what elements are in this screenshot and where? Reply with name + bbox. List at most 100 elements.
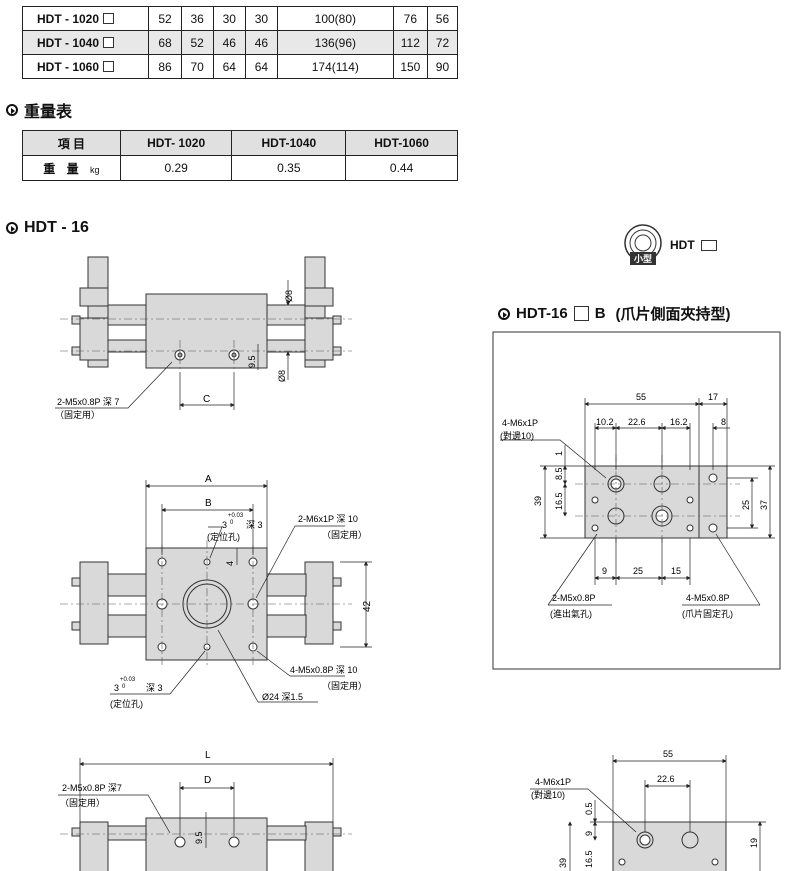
badge-label: HDT — [670, 238, 695, 252]
note-m6: 4-M6x1P — [502, 418, 538, 428]
table-cell: 136(96) — [276, 30, 394, 55]
dim-55: 55 — [636, 392, 646, 402]
dim-37: 37 — [759, 500, 769, 510]
note-m5-use: （固定用） — [322, 680, 367, 691]
header-cell: HDT-1040 — [231, 130, 347, 156]
dim-d8-upper: Ø8 — [284, 290, 294, 302]
dim-l: L — [205, 750, 211, 761]
table-row: HDT - 1040 68 52 46 46 136(96) 112 72 — [21, 30, 459, 55]
table-row: HDT - 1020 52 36 30 30 100(80) 76 56 — [21, 6, 459, 31]
note-air-port: 2-M5x0.8P — [552, 593, 596, 603]
dim-16-2: 16.2 — [670, 417, 688, 427]
note-claw-fix: 4-M5x0.8P — [686, 593, 730, 603]
section-bullet-icon — [6, 104, 18, 116]
dim-25: 25 — [741, 500, 751, 510]
model-cell: HDT - 1020 — [21, 6, 150, 31]
note-d24: Ø24 深1.5 — [262, 692, 303, 702]
table-cell: 0.35 — [231, 155, 347, 181]
dim-9: 9 — [602, 566, 607, 576]
size-badge-icon: 小型 — [624, 224, 662, 265]
dim-25-bottom: 25 — [633, 566, 643, 576]
hdt16-title-text: HDT - 16 — [24, 219, 89, 236]
table-row: 項 目 HDT- 1020 HDT-1040 HDT-1060 — [22, 130, 458, 156]
dim-9-5-bottom: 9.5 — [194, 831, 204, 844]
note-air-port-use: (進出氣孔) — [550, 608, 592, 619]
dim-9-5: 9.5 — [247, 355, 257, 368]
note-fix-use-bottom: （固定用） — [60, 797, 105, 808]
note-m5-fix: 4-M5x0.8P 深 10 — [290, 665, 357, 675]
locate-hole-bottom: (定位孔) — [110, 698, 143, 709]
tolerance-lower: 0 — [230, 520, 234, 526]
header-cell: HDT-1060 — [345, 130, 458, 156]
tolerance-upper-bottom: +0.03 — [120, 677, 136, 683]
claw-detail-view — [584, 465, 728, 539]
dim-8-5: 8.5 — [554, 467, 564, 480]
weight-label-cell: 重 量 kg — [22, 155, 121, 181]
top-view — [71, 256, 342, 369]
dim-42: 42 — [362, 600, 373, 612]
hole-dia-top: 3 — [222, 520, 227, 530]
table-cell: 46 — [212, 30, 246, 55]
dim-c: C — [203, 394, 210, 405]
table-cell: 0.29 — [119, 155, 233, 181]
option-box-icon — [103, 12, 115, 24]
section-bullet-icon — [6, 222, 18, 234]
hole-depth-bottom: 深 3 — [146, 683, 163, 693]
badge-stamp-text: 小型 — [633, 253, 652, 264]
weight-table: 項 目 HDT- 1020 HDT-1040 HDT-1060 重 量 kg 0… — [22, 130, 458, 181]
hdt16b-title-suffix: B — [594, 305, 606, 322]
option-box-icon — [700, 239, 717, 251]
table-cell: 90 — [426, 54, 459, 79]
note-claw-fix-use: (爪片固定孔) — [682, 608, 733, 619]
table-cell: 64 — [244, 54, 278, 79]
table-cell: 76 — [392, 6, 428, 31]
locate-hole-top: (定位孔) — [207, 531, 240, 542]
table-cell: 46 — [244, 30, 278, 55]
hdt16b-title-desc: (爪片側面夾持型) — [615, 306, 731, 323]
table-cell: 0.44 — [345, 155, 458, 181]
section-bullet-icon — [498, 307, 510, 320]
dim-15: 15 — [671, 566, 681, 576]
table-cell: 150 — [392, 54, 428, 79]
table-cell: 36 — [180, 6, 214, 31]
dim-4: 4 — [225, 561, 235, 566]
dim-16-5-c: 16.5 — [584, 850, 594, 868]
dim-10-2: 10.2 — [596, 417, 614, 427]
weight-unit: kg — [89, 164, 100, 175]
hole-depth-top: 深 3 — [246, 520, 263, 530]
dim-39: 39 — [533, 496, 543, 506]
claw-detail-view-2 — [612, 821, 727, 871]
table-cell: 174(114) — [276, 54, 394, 79]
dim-d: D — [204, 775, 211, 786]
hdt16b-title-text: HDT-16 — [516, 305, 568, 322]
dim-19-c: 19 — [749, 838, 759, 848]
note-m5-fix: 2-M5x0.8P 深 7 — [57, 397, 119, 407]
note-m6-flat: (對邊10) — [500, 430, 534, 441]
header-cell: HDT- 1020 — [119, 130, 233, 156]
note-m5-fix-bottom: 2-M5x0.8P 深7 — [62, 783, 122, 793]
model-cell: HDT - 1060 — [21, 54, 150, 79]
hole-dia-bottom: 3 — [114, 683, 119, 693]
dimension-table: HDT - 1020 52 36 30 30 100(80) 76 56 HDT… — [21, 6, 459, 79]
dim-22-6: 22.6 — [628, 417, 646, 427]
dim-b: B — [205, 498, 212, 509]
option-box-icon — [573, 306, 589, 321]
note-m6-use: （固定用） — [322, 529, 367, 540]
table-cell: 72 — [426, 30, 459, 55]
table-cell: 52 — [180, 30, 214, 55]
weight-section-title: 重量表 — [6, 98, 72, 122]
model-cell: HDT - 1040 — [21, 30, 150, 55]
dim-16-5: 16.5 — [554, 492, 564, 510]
hdt16b-section-title: HDT-16 B (爪片側面夾持型) — [498, 303, 731, 324]
dim-a: A — [205, 474, 212, 485]
dim-1: 1 — [554, 451, 564, 456]
dim-39-c: 39 — [558, 858, 568, 868]
note-fix-use: （固定用） — [55, 409, 100, 420]
option-box-icon — [103, 60, 115, 72]
detail-frame — [492, 331, 781, 670]
model-badge: 小型 HDT — [622, 222, 717, 268]
hdt16-section-title: HDT - 16 — [6, 219, 89, 237]
dim-55-c: 55 — [663, 749, 673, 759]
dim-d8-lower: Ø8 — [277, 370, 287, 382]
